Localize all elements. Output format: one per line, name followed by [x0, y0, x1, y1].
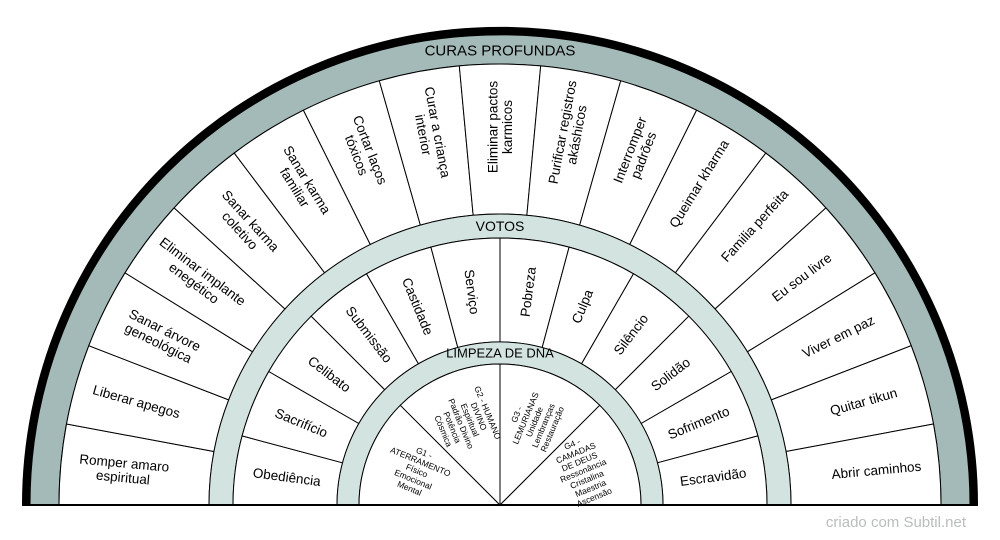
- curas-segment-label: Romper amaroespiritual: [77, 452, 169, 490]
- votos-segment-label: Pobreza: [518, 265, 539, 317]
- ring-title-curas-profundas: CURAS PROFUNDAS: [425, 42, 576, 59]
- ring-title-limpeza-de-dna: LIMPEZA DE DNA: [446, 346, 554, 361]
- dna-segment-wedge: [499, 363, 601, 507]
- watermark-text: criado com Subtil.net: [826, 514, 967, 531]
- dna-segment-wedge: [358, 404, 502, 506]
- dna-segment-label: G4 -CAMADASDE DEUSRessonânciaCristalinaM…: [548, 430, 620, 511]
- votos-segment-label: Serviço: [461, 269, 482, 316]
- curas-segment-label: Eliminar pactoskarmicos: [485, 81, 514, 174]
- dna-segment-wedge: [399, 363, 501, 507]
- dna-segment-wedge: [498, 404, 642, 506]
- ring-title-votos: VOTOS: [476, 218, 525, 234]
